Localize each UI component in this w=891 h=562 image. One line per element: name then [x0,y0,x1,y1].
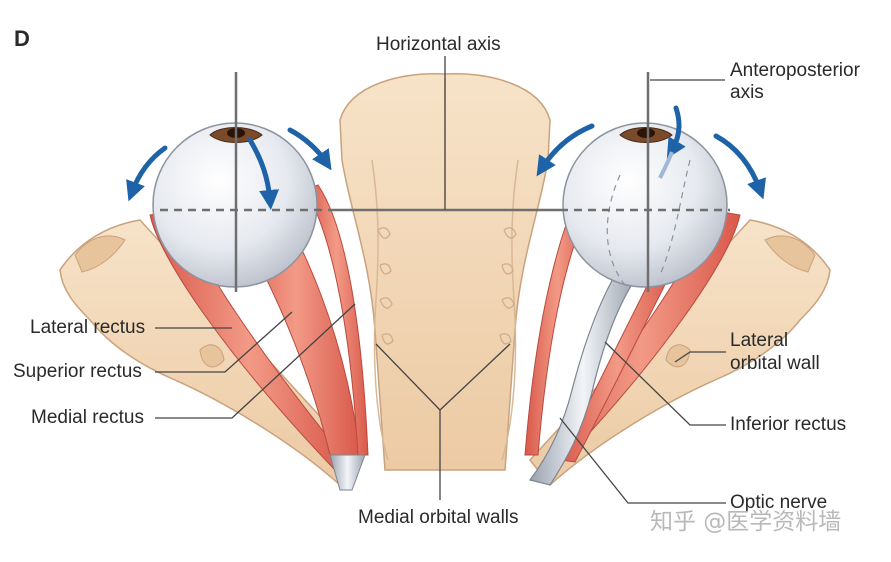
lateral-orbital-wall-label-line2: orbital wall [730,353,820,374]
nasal-bone [339,73,551,471]
lateral-rectus-label: Lateral rectus [30,317,146,338]
anteroposterior-axis-label-line2: axis [730,82,764,103]
medial-rectus-label: Medial rectus [31,407,144,428]
left-inner-rotation-arrow [287,127,332,171]
ethmoid-cells [377,227,517,345]
right-outer-rotation-arrow [713,133,766,200]
leader-lines [155,56,726,504]
right-orbit-bone [529,219,831,487]
panel-letter: D [14,26,30,51]
right-down-rotation-arrow [666,105,686,159]
inferior-rectus-label: Inferior rectus [730,414,847,435]
left-down-rotation-arrow [247,137,280,210]
right-faint-arrow [658,151,674,179]
left-medial-rectus [304,184,369,456]
horizontal-axis-label: Horizontal axis [376,34,501,55]
left-orbit-bone [59,219,361,487]
optic-nerve-label: Optic nerve [730,492,828,513]
watermark-text: 知乎 @医学资料墙 [650,509,842,535]
anteroposterior-axis-label-line1: Anteroposterior [730,60,860,81]
lateral-orbital-wall-label-line1: Lateral [730,330,789,351]
medial-orbital-walls-label: Medial orbital walls [358,507,519,528]
superior-rectus-label: Superior rectus [13,361,142,382]
right-inferior-rectus [559,259,676,463]
left-optic-nerve-tip [329,454,366,491]
right-medial-rectus [524,199,591,456]
right-eyeball [562,122,728,288]
right-optic-nerve [528,269,637,486]
left-outer-rotation-arrow [126,145,168,202]
right-inner-rotation-arrow [536,123,595,177]
rotation-arrows [126,105,766,210]
